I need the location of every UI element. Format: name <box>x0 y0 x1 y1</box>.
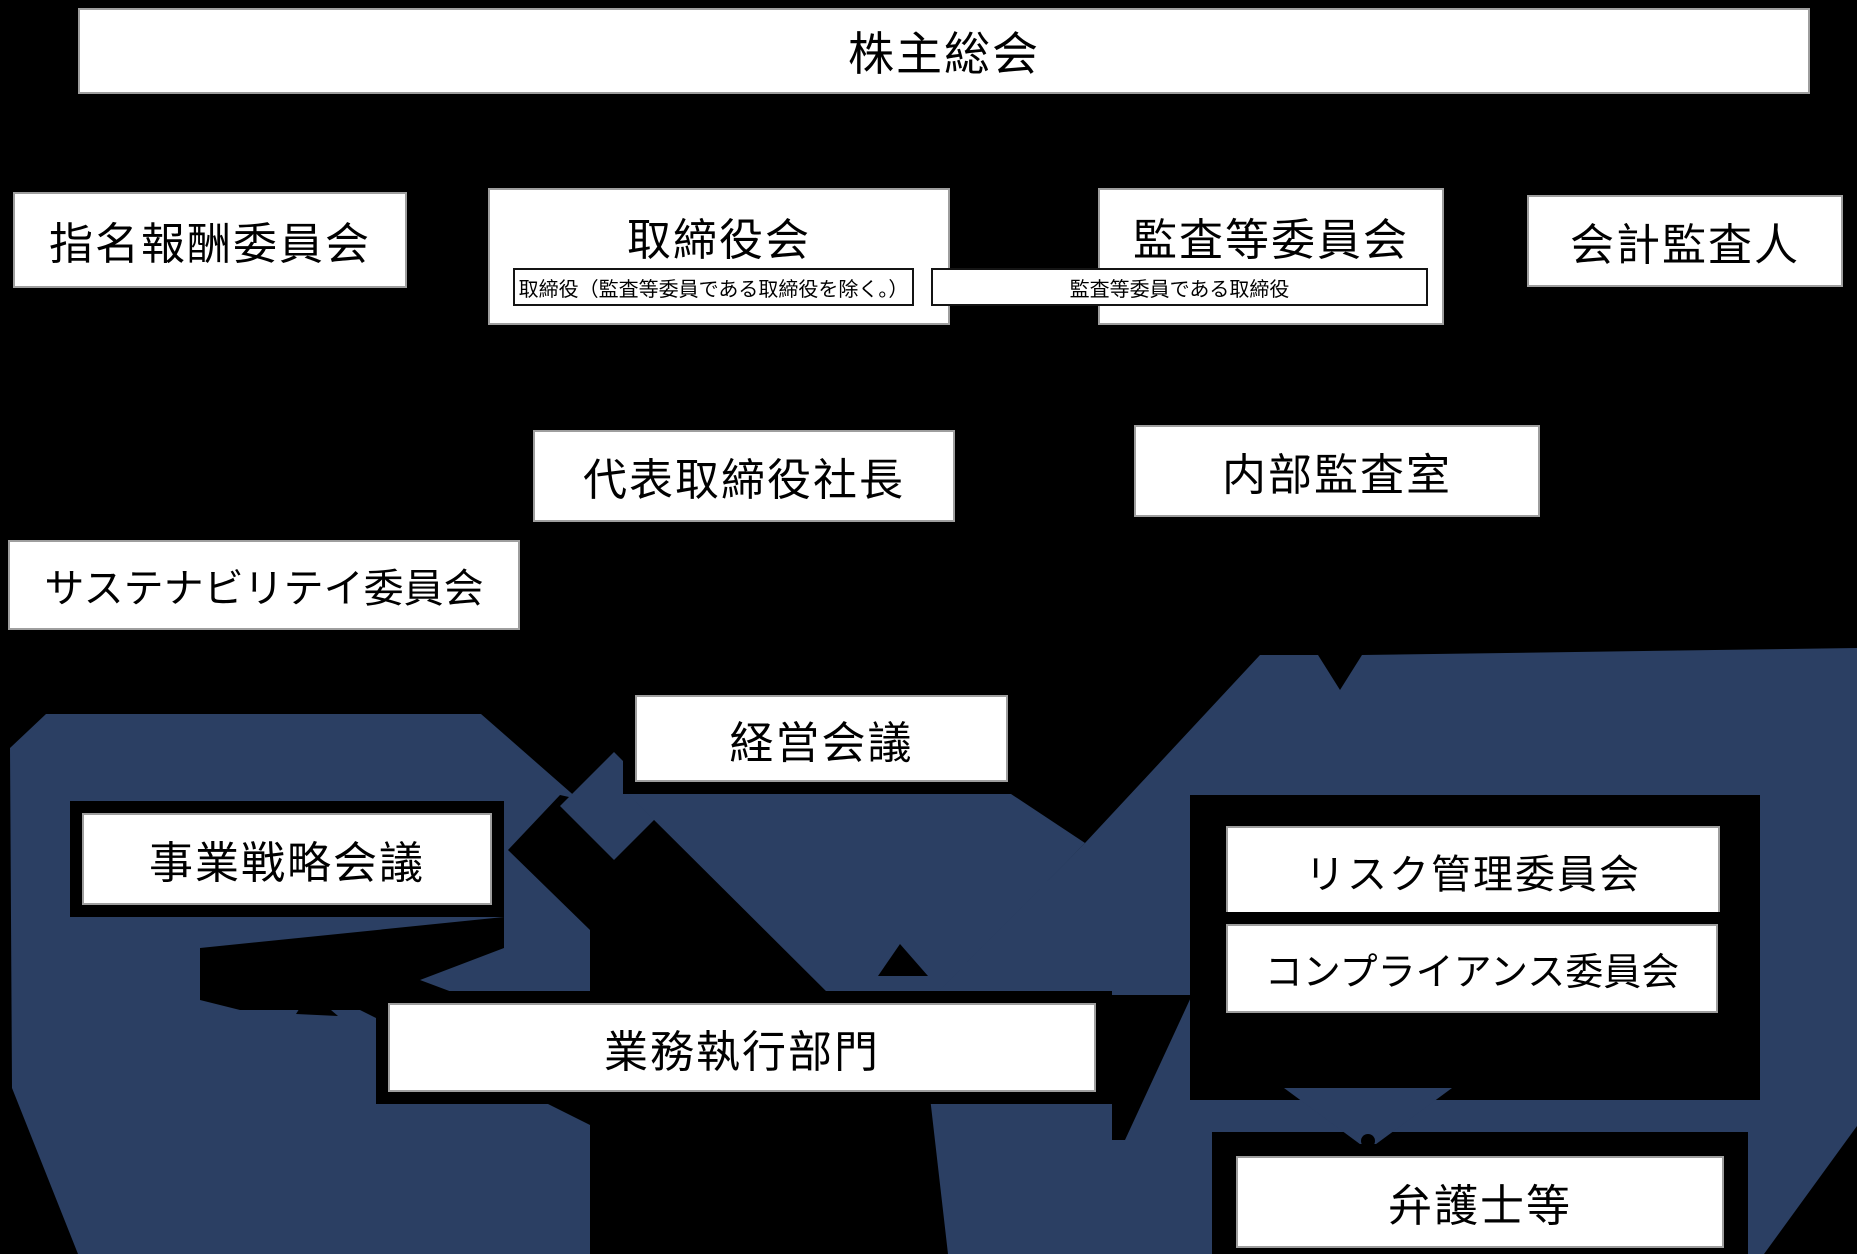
node-label: 経営会議 <box>729 718 914 768</box>
node-label: 監査等委員である取締役 <box>1069 278 1290 301</box>
node-label: 業務執行部門 <box>604 1027 880 1077</box>
node-representative-director-president: 代表取締役社長 <box>533 430 955 522</box>
node-business-strategy-meeting: 事業戦略会議 <box>82 813 492 905</box>
node-label: 監査等委員会 <box>1133 216 1409 265</box>
node-label: 弁護士等 <box>1388 1182 1572 1231</box>
accent-v-notch <box>1284 1088 1452 1150</box>
cutout-band-below-committees <box>1190 1050 1760 1100</box>
node-label: 指名報酬委員会 <box>49 220 371 269</box>
node-directors-who-are-audit-members: 監査等委員である取締役 <box>931 268 1428 306</box>
node-management-meeting: 経営会議 <box>635 695 1008 782</box>
node-sustainability-committee: サステナビリテイ委員会 <box>8 540 520 630</box>
node-nomination-compensation-committee: 指名報酬委員会 <box>13 192 407 288</box>
cutout-exec-right-wedge <box>1112 995 1192 1140</box>
node-label: 会計監査人 <box>1570 221 1800 270</box>
node-label: 取締役会 <box>627 216 811 265</box>
cutout-speck-2 <box>296 992 338 1016</box>
node-label: 株主総会 <box>848 28 1040 80</box>
node-internal-audit-office: 内部監査室 <box>1134 425 1540 517</box>
node-compliance-committee: コンプライアンス委員会 <box>1226 924 1718 1013</box>
accent-funnel <box>622 788 1085 1007</box>
node-label: 取締役（監査等委員である取締役を除く。） <box>518 278 909 301</box>
node-label: 代表取締役社長 <box>583 456 905 505</box>
node-label: 内部監査室 <box>1222 451 1452 500</box>
node-label: 事業戦略会議 <box>149 839 425 888</box>
node-directors-excluding-audit-members: 取締役（監査等委員である取締役を除く。） <box>513 268 914 306</box>
cutout-speck-1 <box>235 978 280 1002</box>
node-label: サステナビリテイ委員会 <box>44 567 484 611</box>
node-accounting-auditor: 会計監査人 <box>1527 195 1843 287</box>
node-lawyers-etc: 弁護士等 <box>1236 1156 1724 1248</box>
node-business-execution-division: 業務執行部門 <box>388 1003 1096 1092</box>
node-label: コンプライアンス委員会 <box>1264 952 1680 994</box>
cutout-speck-3 <box>878 944 928 976</box>
node-label: リスク管理委員会 <box>1305 853 1641 897</box>
node-risk-management-committee: リスク管理委員会 <box>1226 826 1720 916</box>
node-shareholders-meeting: 株主総会 <box>78 8 1810 94</box>
